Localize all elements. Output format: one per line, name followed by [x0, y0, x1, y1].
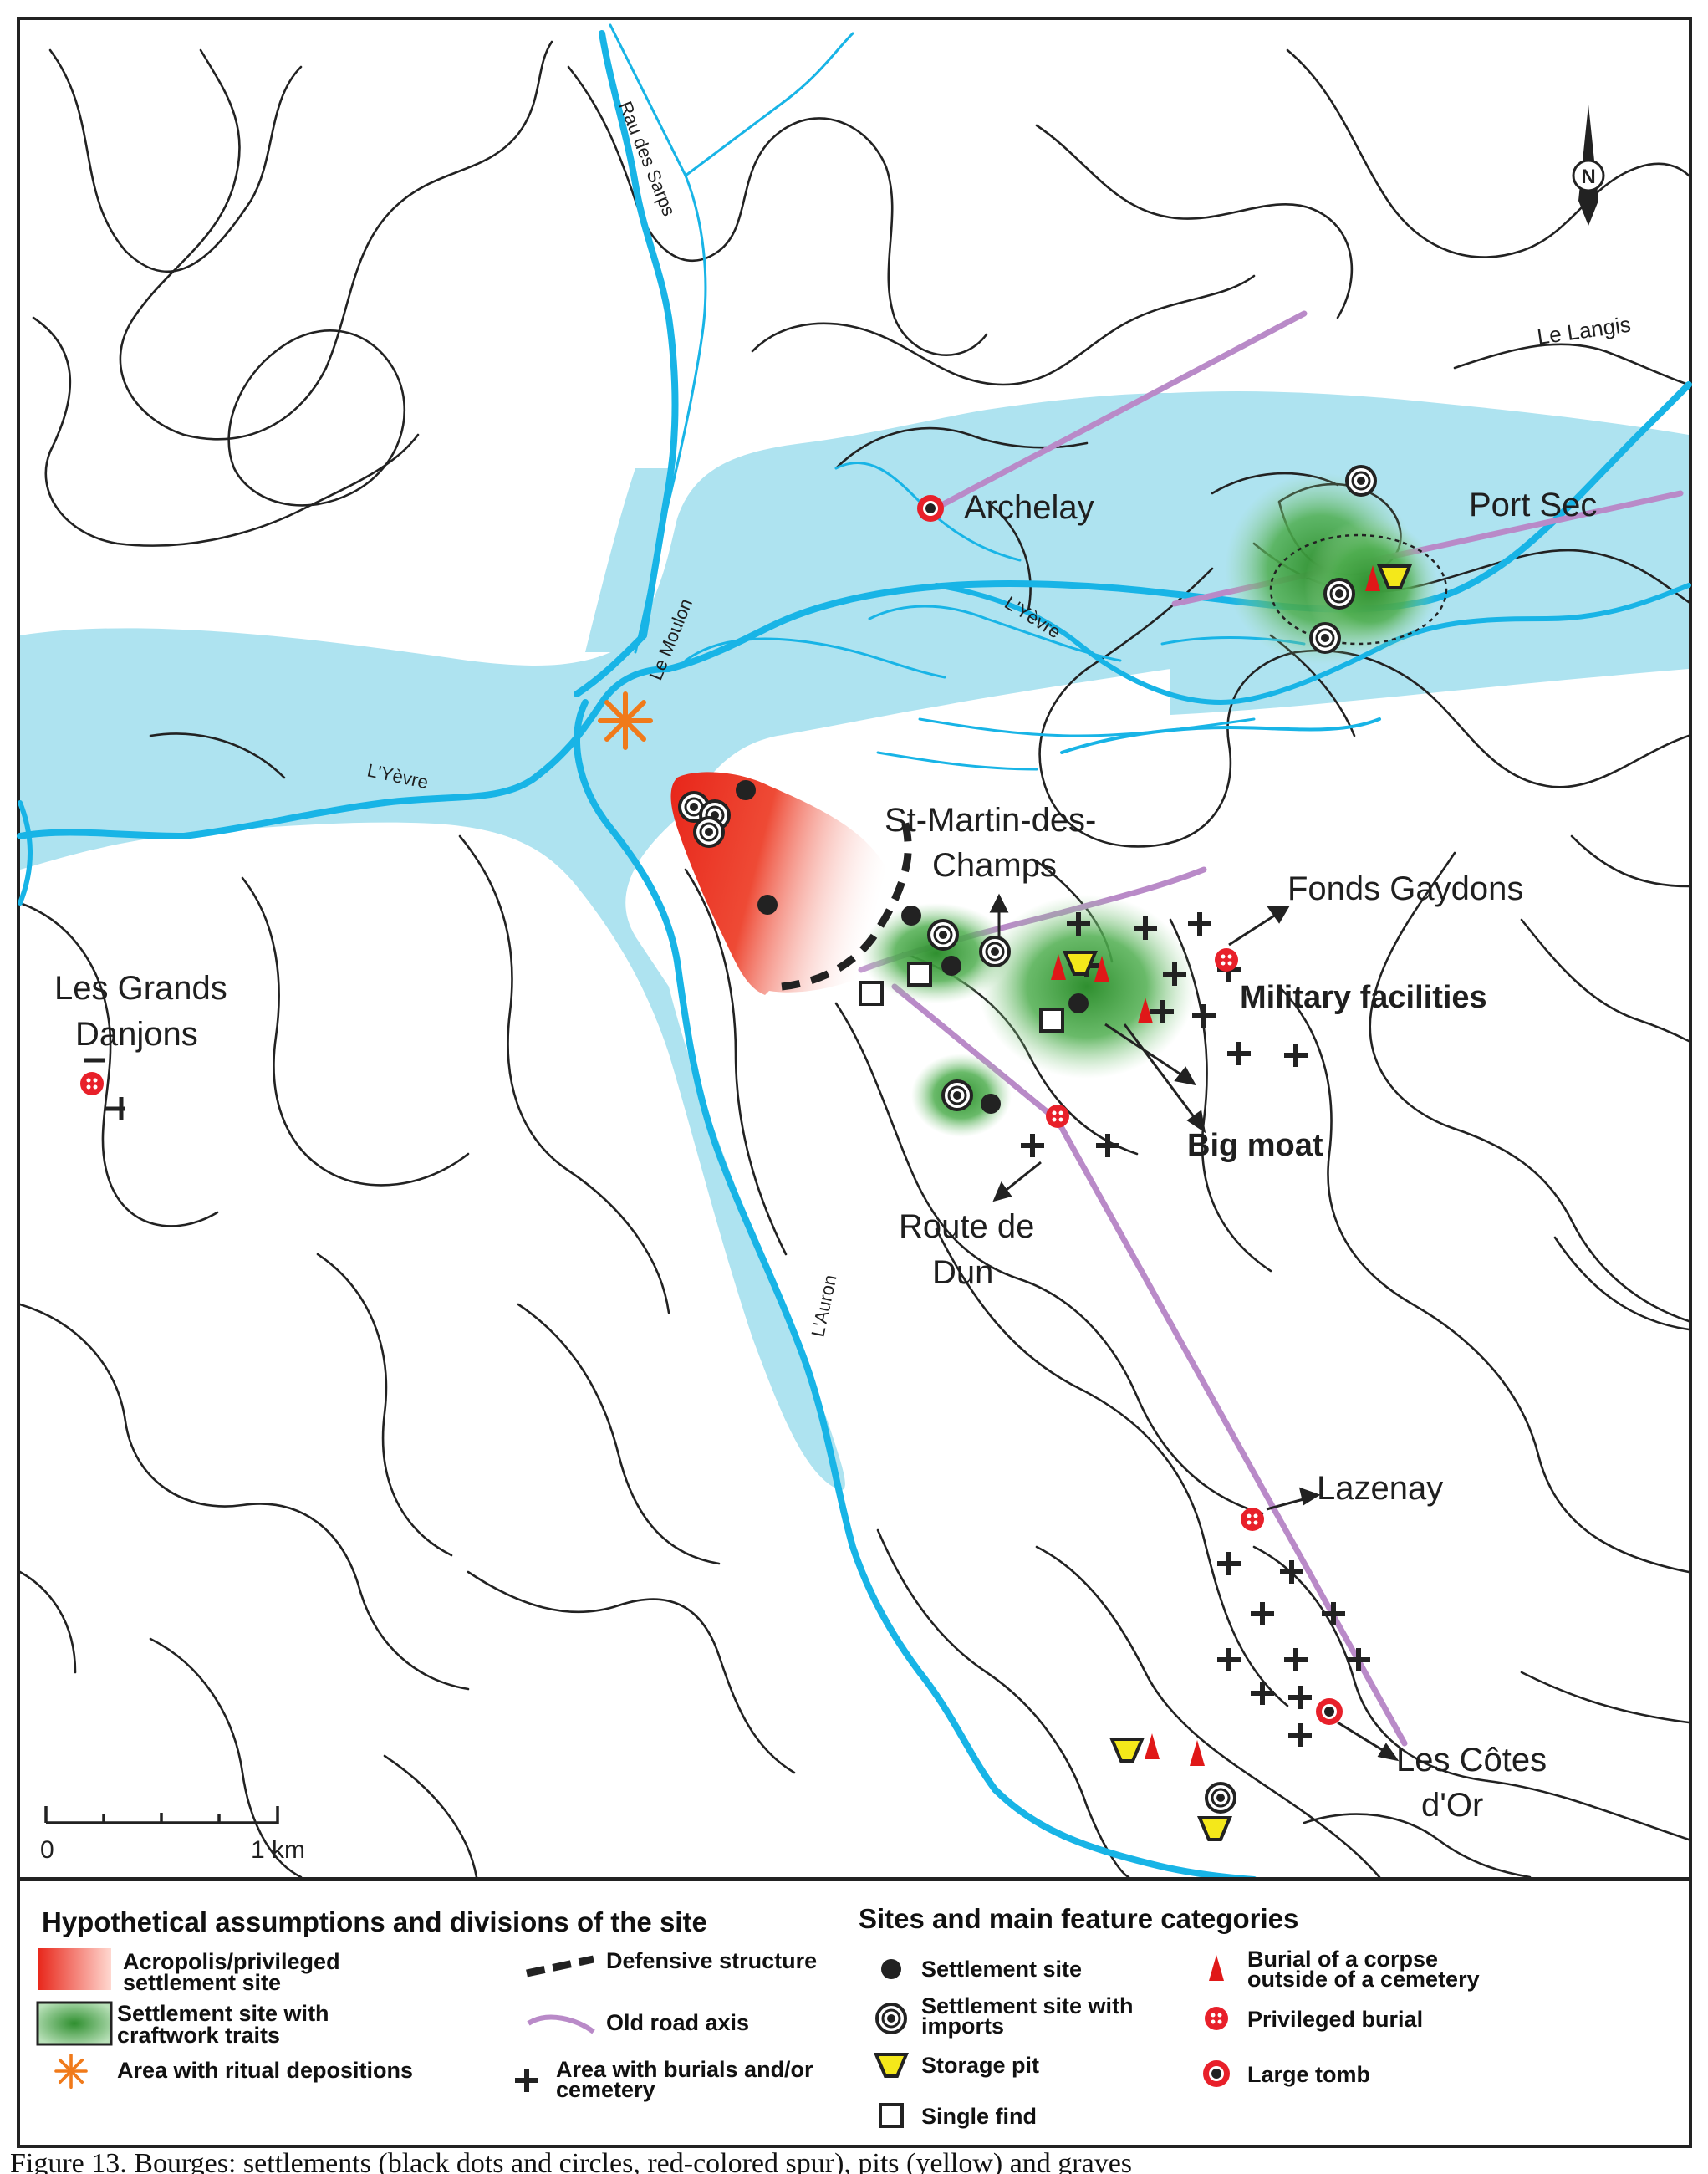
legend-imports-label-2: imports [921, 2013, 1004, 2039]
ritual-deposition-symbol [600, 694, 650, 748]
contour-lines [18, 40, 1690, 1879]
place-label-cotes-dor-1: Les Côtes [1396, 1742, 1547, 1778]
place-label-st-martin-1: St-Martin-des- [885, 802, 1096, 839]
legend-burial-area-label-2: cemetery [556, 2077, 655, 2102]
legend-single-find-label: Single find [921, 2104, 1037, 2129]
legend-title-right: Sites and main feature categories [859, 1903, 1298, 1934]
place-label-grands-danjons-2: Danjons [75, 1016, 198, 1053]
place-label-route-de-dun-1: Route de [899, 1208, 1034, 1245]
legend-privileged-symbol [1205, 2007, 1228, 2030]
north-arrow-letter: N [1581, 166, 1595, 188]
legend-acropolis-label-2: settlement site [123, 1970, 281, 1995]
legend-imports-label-1: Settlement site with [921, 1993, 1134, 2018]
north-arrow-icon: N [1572, 105, 1605, 226]
place-label-grands-danjons-1: Les Grands [54, 970, 227, 1007]
legend-corpse-label-2: outside of a cemetery [1247, 1967, 1480, 1992]
legend-title-left: Hypothetical assumptions and divisions o… [42, 1906, 707, 1937]
scale-bar: 0 1 km [40, 1806, 305, 1864]
legend-defensive-label: Defensive structure [606, 1948, 817, 1973]
scale-start: 0 [40, 1836, 54, 1864]
direction-arrows [989, 893, 1400, 1762]
legend-craft-label-2: craftwork traits [117, 2023, 280, 2048]
place-label-fonds-gaydons: Fonds Gaydons [1287, 870, 1523, 907]
legend-storage-label: Storage pit [921, 2053, 1039, 2078]
legend-privileged-label: Privileged burial [1247, 2007, 1423, 2032]
legend-large-tomb-symbol [1203, 2060, 1230, 2087]
river-moulon [599, 30, 679, 639]
place-label-st-martin-2: Champs [932, 847, 1057, 884]
figure-caption: Figure 13. Bourges: settlements (black d… [10, 2148, 1132, 2174]
place-label-lazenay: Lazenay [1317, 1470, 1443, 1507]
legend-ritual-symbol [54, 2054, 88, 2089]
scale-end: 1 km [251, 1836, 305, 1864]
place-label-archelay: Archelay [964, 489, 1094, 526]
place-label-big-moat: Big moat [1187, 1128, 1323, 1163]
legend-burial-area-label-1: Area with burials and/or [556, 2057, 813, 2082]
port-sec-enclosure [1269, 533, 1448, 646]
legend: Hypothetical assumptions and divisions o… [17, 1877, 1692, 2148]
place-label-cotes-dor-2: d'Or [1421, 1787, 1483, 1824]
legend-defensive-symbol [526, 1955, 594, 1978]
legend-settlement-symbol [881, 1959, 901, 1979]
legend-imports-symbol [875, 2003, 907, 2034]
legend-large-tomb-label: Large tomb [1247, 2062, 1370, 2087]
legend-corpse-label-1: Burial of a corpse [1247, 1947, 1438, 1972]
place-label-port-sec: Port Sec [1469, 487, 1597, 523]
legend-road-symbol [527, 2014, 595, 2034]
river-auron [574, 699, 1257, 1883]
legend-ritual-label: Area with ritual depositions [117, 2058, 413, 2083]
craftwork-areas [861, 472, 1438, 1137]
rivers [17, 30, 1692, 1883]
place-label-route-de-dun-2: Dun [932, 1254, 993, 1291]
legend-single-find-symbol [879, 2103, 904, 2128]
legend-settlement-label: Settlement site [921, 1957, 1082, 1982]
legend-acropolis-label-1: Acropolis/privileged [123, 1949, 340, 1974]
legend-craft-swatch [36, 2001, 113, 2046]
danjons-marks [84, 1058, 125, 1120]
legend-acropolis-swatch [38, 1948, 111, 1990]
legend-craft-label-1: Settlement site with [117, 2001, 329, 2026]
place-label-military: Military facilities [1240, 980, 1487, 1015]
legend-road-label: Old road axis [606, 2010, 749, 2035]
acropolis-area [670, 772, 898, 995]
defensive-structure [781, 814, 912, 991]
river-yevre [17, 381, 1692, 839]
